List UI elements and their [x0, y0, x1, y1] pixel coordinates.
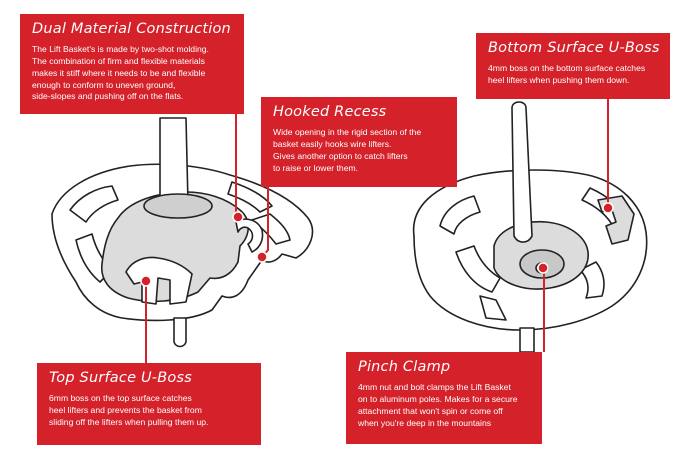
left-pole-tip [173, 317, 187, 348]
callout-bottom-uboss: Bottom Surface U-Boss 4mm boss on the bo… [476, 33, 670, 99]
callout-hooked-body: Wide opening in the rigid section of the… [273, 126, 422, 173]
right-vent-4 [579, 261, 605, 299]
leader-dot-hooked [256, 251, 268, 263]
left-pole-collar [143, 193, 213, 219]
leader-dot-pinch [537, 262, 549, 274]
callout-bottom-body: 4mm boss on the bottom surface catches h… [488, 62, 646, 85]
callout-top-body: 6mm boss on the top surface catches heel… [49, 392, 209, 427]
callout-top-title: Top Surface U-Boss [49, 370, 192, 386]
right-vent-5 [479, 295, 507, 321]
callout-dual-body: The Lift Basket's is made by two-shot mo… [32, 43, 209, 102]
callout-top-uboss: Top Surface U-Boss 6mm boss on the top s… [37, 363, 261, 445]
callout-pinch-clamp: Pinch Clamp 4mm nut and bolt clamps the … [346, 352, 542, 444]
callout-dual-title: Dual Material Construction [32, 21, 231, 37]
right-vent-1 [439, 195, 481, 235]
leader-dots [140, 202, 614, 287]
left-top-uboss [125, 256, 193, 305]
left-basket-illustration [51, 117, 314, 348]
callout-hooked-title: Hooked Recess [273, 104, 387, 120]
leader-dot-dual [232, 211, 244, 223]
right-pole-shaft [511, 101, 533, 243]
callout-bottom-title: Bottom Surface U-Boss [488, 40, 660, 56]
right-basket-illustration [412, 101, 648, 353]
left-vent-1 [69, 185, 119, 223]
left-hooked-recess [235, 218, 264, 253]
leader-dot-top [140, 275, 152, 287]
callout-pinch-title: Pinch Clamp [358, 359, 451, 375]
callout-hooked-recess: Hooked Recess Wide opening in the rigid … [261, 97, 457, 187]
leader-dot-bottom [602, 202, 614, 214]
right-pole-tip [519, 327, 535, 353]
callout-pinch-body: 4mm nut and bolt clamps the Lift Basket … [358, 381, 518, 428]
callout-dual-material: Dual Material Construction The Lift Bask… [20, 14, 244, 114]
